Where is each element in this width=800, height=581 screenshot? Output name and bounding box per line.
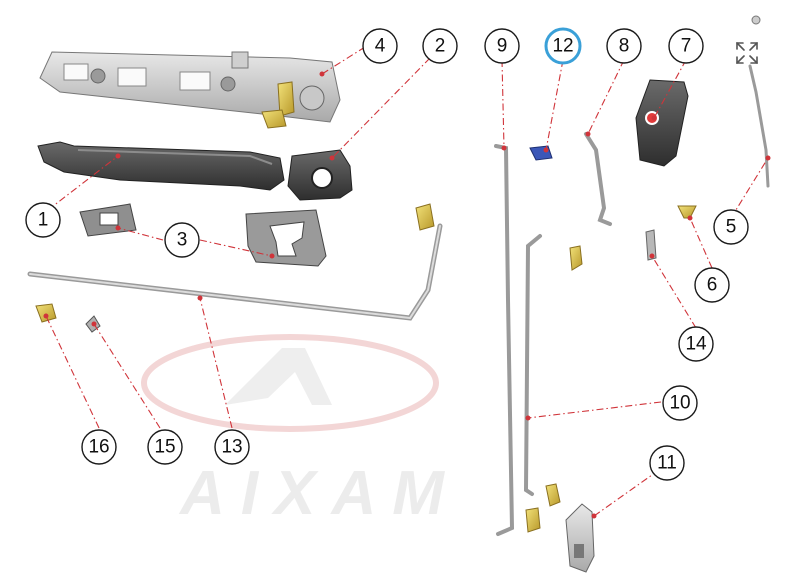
- part-rod-9: [494, 144, 515, 536]
- part-rod-10: [523, 234, 583, 533]
- callout-2[interactable]: 2: [422, 28, 458, 64]
- part-inner-pad: [635, 79, 689, 167]
- callout-6[interactable]: 6: [694, 267, 730, 303]
- callout-12-label: 12: [552, 36, 573, 57]
- callout-4[interactable]: 4: [362, 28, 398, 64]
- callout-4-label: 4: [375, 36, 386, 57]
- callout-16-label: 16: [88, 437, 109, 458]
- callout-16[interactable]: 16: [81, 429, 117, 465]
- callout-5-label: 5: [726, 217, 737, 238]
- callout-11-label: 11: [657, 453, 677, 474]
- callout-5[interactable]: 5: [713, 209, 749, 245]
- callout-6-label: 6: [707, 275, 718, 296]
- callout-7[interactable]: 7: [668, 28, 704, 64]
- callout-15[interactable]: 15: [147, 429, 183, 465]
- part-rod-8: [584, 132, 612, 226]
- part-gaskets: [79, 203, 327, 267]
- leader-lines: [43, 46, 771, 519]
- part-pin-14: [645, 229, 657, 261]
- callout-10[interactable]: 10: [662, 385, 698, 421]
- callout-10-label: 10: [669, 393, 690, 414]
- callout-12[interactable]: 12: [544, 27, 582, 65]
- callout-13[interactable]: 13: [214, 429, 250, 465]
- callout-15-label: 15: [154, 437, 175, 458]
- part-keyhole-bezel: [287, 149, 353, 201]
- callout-9-label: 9: [497, 36, 508, 57]
- callout-14-label: 14: [685, 334, 707, 355]
- part-clip-12: [529, 145, 553, 161]
- callout-8[interactable]: 8: [606, 28, 642, 64]
- callout-1[interactable]: 1: [25, 202, 61, 238]
- expand-button[interactable]: [734, 40, 760, 66]
- part-long-rod: [27, 203, 443, 321]
- callout-8-label: 8: [619, 36, 630, 57]
- callout-3-label: 3: [177, 230, 188, 251]
- callout-3[interactable]: 3: [164, 222, 200, 258]
- watermark: AIXAM: [141, 334, 460, 528]
- part-latch-11: [565, 503, 595, 573]
- part-outer-handle: [37, 141, 285, 191]
- callout-11[interactable]: 11: [649, 445, 685, 481]
- callout-14[interactable]: 14: [678, 326, 714, 362]
- watermark-text: AIXAM: [178, 459, 460, 528]
- expand-icon: [736, 42, 758, 64]
- callout-7-label: 7: [681, 36, 692, 57]
- callout-1-label: 1: [38, 210, 49, 231]
- callout-13-label: 13: [221, 437, 242, 458]
- callout-2-label: 2: [435, 36, 446, 57]
- part-handle-bracket: [39, 51, 341, 129]
- callout-9[interactable]: 9: [484, 28, 520, 64]
- part-rod-5: [748, 15, 770, 188]
- part-fastener-6: [677, 205, 697, 219]
